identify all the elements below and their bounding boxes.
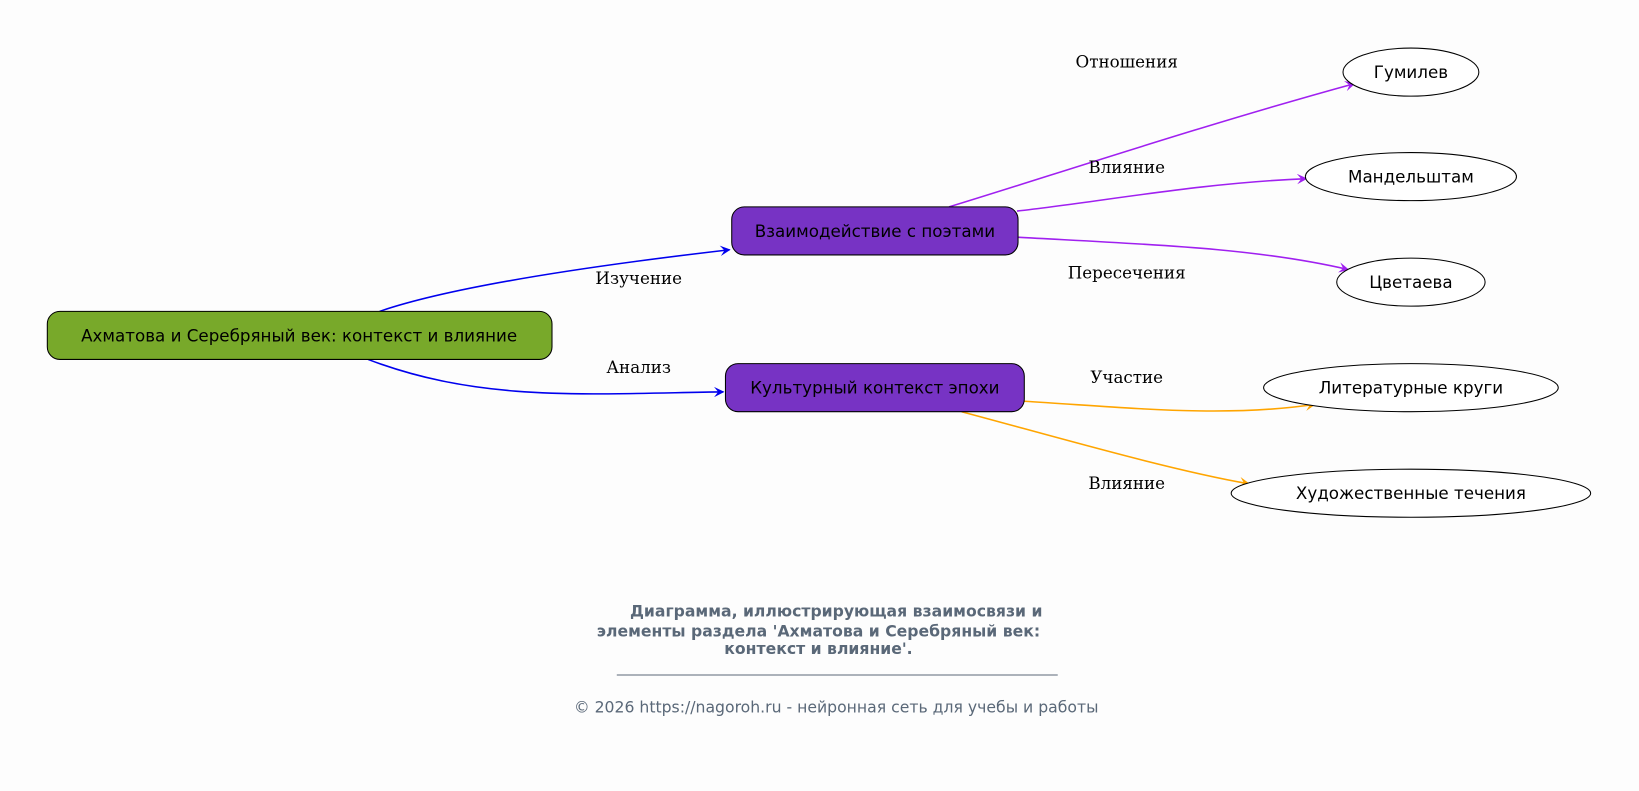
edge-label: Влияние	[1088, 473, 1165, 493]
edge-root-context	[367, 358, 725, 398]
leaf-label: Гумилев	[1374, 62, 1448, 82]
edge-root-poets	[379, 245, 731, 313]
branch-node-poets[interactable]: Взаимодействие с поэтами	[731, 206, 1019, 256]
leaf-node-gumilev[interactable]: Гумилев	[1342, 47, 1480, 97]
caption-line: контекст и влияние'.	[724, 639, 912, 658]
edge-lit-circles	[1024, 400, 1316, 412]
edge-label: Изучение	[595, 268, 682, 288]
edge-gumilev	[948, 81, 1356, 208]
leaf-label: Художественные течения	[1296, 483, 1526, 503]
caption-line: элементы раздела 'Ахматова и Серебряный …	[597, 621, 1040, 640]
branch-node-context[interactable]: Культурный контекст эпохи	[724, 363, 1025, 413]
leaf-label: Литературные круги	[1319, 378, 1503, 398]
edge-mandelstam	[1016, 173, 1308, 212]
edge-art-movements	[961, 410, 1250, 488]
edge-label: Влияние	[1088, 157, 1165, 177]
edge-label: Пересечения	[1068, 263, 1186, 283]
root-node-label: Ахматова и Серебряный век: контекст и вл…	[81, 325, 517, 345]
branch-node-label: Взаимодействие с поэтами	[755, 221, 995, 241]
edge-label: Участие	[1090, 367, 1163, 387]
leaf-label: Мандельштам	[1348, 167, 1474, 187]
caption-line: Диаграмма, иллюстрирующая взаимосвязи и	[630, 601, 1042, 620]
leaf-node-tsvetaeva[interactable]: Цветаева	[1336, 257, 1486, 307]
leaf-label: Цветаева	[1369, 272, 1452, 292]
root-node[interactable]: Ахматова и Серебряный век: контекст и вл…	[46, 310, 553, 360]
edge-label: Анализ	[606, 357, 671, 377]
leaf-node-mandelstam[interactable]: Мандельштам	[1304, 152, 1517, 202]
edge-label: Отношения	[1076, 52, 1178, 72]
branch-node-label: Культурный контекст эпохи	[750, 378, 999, 398]
leaf-node-art-movements[interactable]: Художественные течения	[1230, 468, 1592, 518]
leaf-node-lit-circles[interactable]: Литературные круги	[1263, 363, 1559, 413]
footer-copyright: © 2026 https://nagoroh.ru - нейронная се…	[574, 698, 1099, 717]
edge-tsvetaeva	[1016, 236, 1350, 273]
